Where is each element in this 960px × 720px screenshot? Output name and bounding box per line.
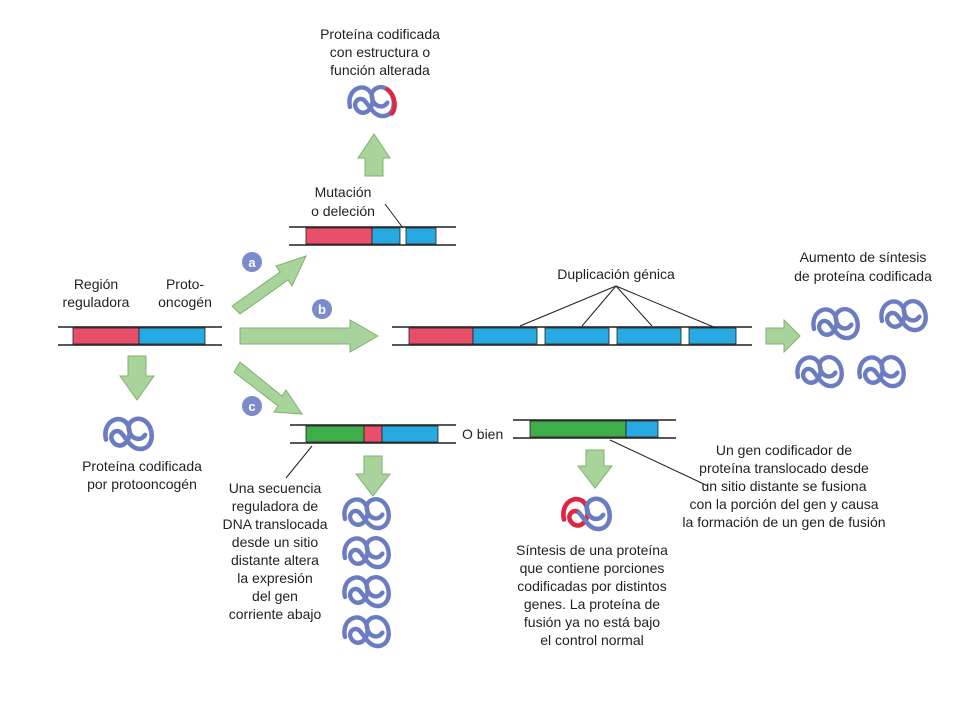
svg-text:oncogén: oncogén xyxy=(158,294,212,310)
svg-text:del gen: del gen xyxy=(252,588,298,604)
svg-text:Un gen codificador de: Un gen codificador de xyxy=(716,442,852,458)
svg-text:b: b xyxy=(318,302,326,317)
fusion-protein-icon xyxy=(561,496,613,532)
svg-text:la expresión: la expresión xyxy=(237,570,313,586)
arrow-down-overexpression xyxy=(354,455,392,497)
badge-b: b xyxy=(312,299,332,319)
svg-text:el control normal: el control normal xyxy=(540,632,644,648)
arrow-b xyxy=(239,319,380,353)
protooncogene-protein-label: Proteína codificada por protooncogén xyxy=(82,458,202,492)
svg-text:que contiene porciones: que contiene porciones xyxy=(520,560,665,576)
svg-text:un sitio distante se fusiona: un sitio distante se fusiona xyxy=(702,478,867,494)
svg-text:corriente abajo: corriente abajo xyxy=(229,606,322,622)
svg-text:fusión ya no está bajo: fusión ya no está bajo xyxy=(524,614,660,630)
translocated-regulatory-label: Una secuencia reguladora de DNA transloc… xyxy=(222,480,327,622)
svg-text:distante altera: distante altera xyxy=(231,552,319,568)
svg-text:c: c xyxy=(248,399,255,414)
or-else-label: O bien xyxy=(462,426,503,442)
svg-text:Mutación: Mutación xyxy=(315,184,372,200)
altered-protein-icon xyxy=(349,87,397,116)
arrow-a xyxy=(231,255,307,315)
mutation-leader xyxy=(384,203,404,229)
normal-protein-icon xyxy=(105,419,151,449)
svg-text:por protooncogén: por protooncogén xyxy=(87,476,197,492)
gene-duplication-label: Duplicación génica xyxy=(557,266,675,282)
svg-text:con la porción del gen y causa: con la porción del gen y causa xyxy=(689,496,878,512)
mutated-dna xyxy=(289,226,456,246)
svg-text:reguladora: reguladora xyxy=(63,294,130,310)
altered-protein-label: Proteína codificada con estructura o fun… xyxy=(320,26,440,78)
svg-text:Síntesis de una proteína: Síntesis de una proteína xyxy=(516,542,668,558)
increased-protein-icons xyxy=(797,301,925,386)
duplication-leaders xyxy=(519,285,717,329)
svg-text:función alterada: función alterada xyxy=(330,62,430,78)
svg-text:reguladora de: reguladora de xyxy=(232,498,319,514)
regulatory-region-label: Región reguladora xyxy=(63,276,130,310)
svg-text:Región: Región xyxy=(74,276,118,292)
svg-text:Proteína codificada: Proteína codificada xyxy=(82,458,202,474)
svg-text:genes. La proteína de: genes. La proteína de xyxy=(524,596,660,612)
svg-text:desde un sitio: desde un sitio xyxy=(232,534,319,550)
fusion-gene-leader xyxy=(609,439,709,487)
fusion-gene-label: Un gen codificador de proteína transloca… xyxy=(682,442,885,530)
svg-text:Aumento de síntesis: Aumento de síntesis xyxy=(800,249,927,265)
arrow-down-fusion xyxy=(576,449,614,489)
svg-text:la formación de un gen de fusi: la formación de un gen de fusión xyxy=(682,514,885,530)
svg-text:codificadas por distintos: codificadas por distintos xyxy=(517,578,666,594)
svg-text:o deleción: o deleción xyxy=(311,203,375,219)
svg-text:proteína translocado desde: proteína translocado desde xyxy=(699,460,869,476)
svg-text:Proto-: Proto- xyxy=(166,276,204,292)
duplicated-dna xyxy=(392,326,752,346)
badge-c: c xyxy=(242,396,262,416)
svg-text:con estructura o: con estructura o xyxy=(330,44,431,60)
translocated-regulatory-dna xyxy=(290,424,456,444)
arrow-down-normal xyxy=(119,355,155,401)
svg-text:DNA translocada: DNA translocada xyxy=(222,516,327,532)
arrow-c xyxy=(233,361,303,415)
overexpressed-protein-icons xyxy=(344,499,388,646)
proto-oncogene-dna xyxy=(58,326,222,346)
mutation-label: Mutación o deleción xyxy=(311,184,375,219)
svg-text:de proteína codificada: de proteína codificada xyxy=(794,268,932,284)
arrow-to-increased-synthesis xyxy=(765,318,801,354)
arrow-up-mutation xyxy=(357,133,391,177)
fusion-protein-label: Síntesis de una proteína que contiene po… xyxy=(516,542,668,648)
svg-text:Proteína codificada: Proteína codificada xyxy=(320,26,440,42)
svg-text:a: a xyxy=(248,255,256,270)
increased-synthesis-label: Aumento de síntesis de proteína codifica… xyxy=(794,249,932,284)
translocated-regulatory-leader xyxy=(285,445,313,479)
proto-oncogene-label: Proto- oncogén xyxy=(158,276,212,310)
svg-text:Una secuencia: Una secuencia xyxy=(229,480,322,496)
badge-a: a xyxy=(242,252,262,272)
fusion-gene-dna xyxy=(513,419,676,439)
